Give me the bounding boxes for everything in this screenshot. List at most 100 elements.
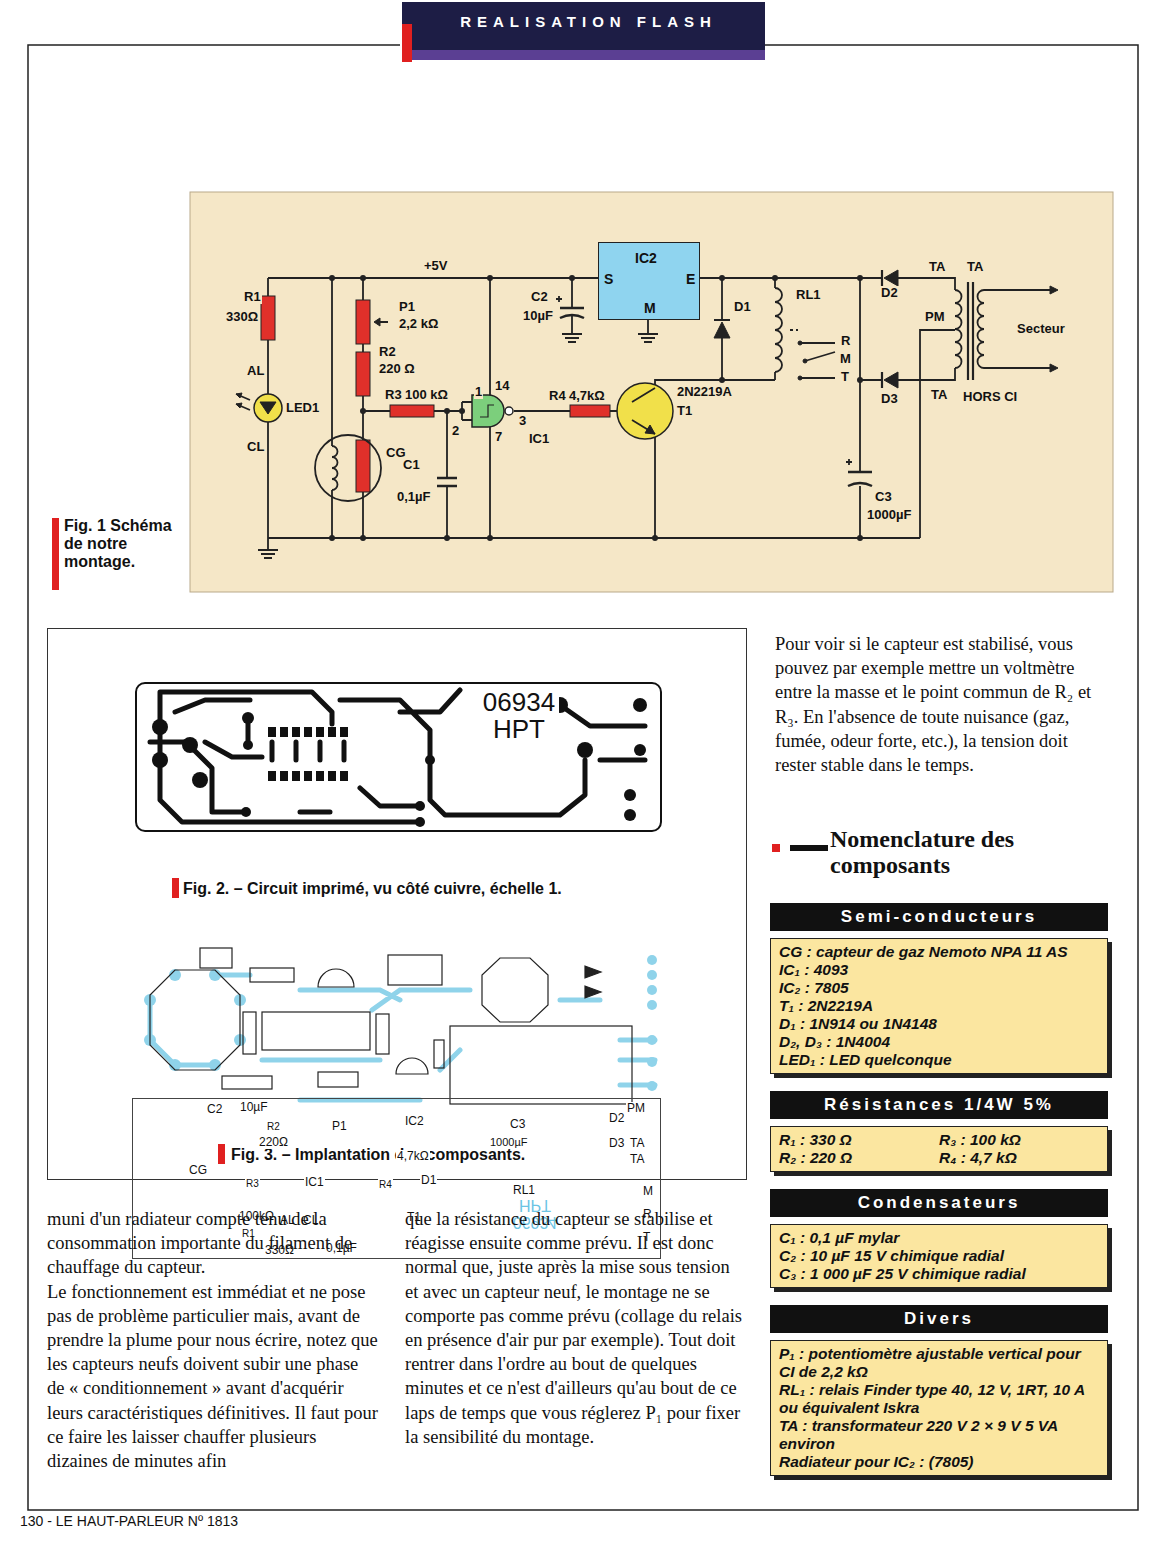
component-symbol: [884, 372, 898, 388]
schematic-label: D1: [733, 300, 752, 314]
table-body: C₁ : 0,1 µF mylarC₂ : 10 µF 15 V chimiqu…: [770, 1224, 1108, 1288]
layout-pad: [647, 970, 657, 980]
junction-dot: [719, 275, 725, 281]
junction-dot: [444, 535, 450, 541]
table-body: R₁ : 330 ΩR₃ : 100 kΩR₂ : 220 ΩR₄ : 4,7 …: [770, 1126, 1108, 1172]
schematic-label: C3: [874, 490, 893, 504]
pcb-copper: 06934 HPT: [135, 682, 662, 832]
header-title: REALISATION FLASH: [412, 13, 765, 31]
wire: [968, 282, 973, 380]
pin-name: IC2: [635, 251, 657, 266]
part-label: IC2: [404, 1115, 425, 1128]
junction-dot: [329, 535, 335, 541]
wire: [978, 290, 984, 368]
schematic-label: 2: [451, 424, 460, 438]
pcb-pad: [316, 727, 324, 737]
junction-dot: [857, 535, 863, 541]
junction-dot: [652, 535, 658, 541]
layout-pad: [647, 1035, 657, 1045]
section-heading: Nomenclature des composants: [830, 826, 1060, 878]
schematic-label: R: [840, 334, 851, 348]
parts-entry: R₃ : 100 kΩ: [939, 1131, 1099, 1149]
table-heading: Condensateurs: [770, 1193, 1108, 1213]
junction-dot: [487, 535, 493, 541]
schematic-label: P1: [398, 300, 416, 314]
schematic-label: AL: [246, 364, 265, 378]
component-symbol: [254, 394, 282, 422]
component-symbol: [480, 405, 494, 417]
pin-name: S: [604, 272, 613, 287]
schematic-label: T: [840, 370, 850, 384]
layout-pad: [647, 1000, 657, 1010]
component-symbol: [390, 405, 434, 417]
wire: [722, 278, 775, 380]
layout-outline: [585, 986, 601, 998]
component-symbol: [356, 440, 370, 492]
schematic-label: CL: [246, 440, 265, 454]
parts-entry: D₂, D₃ : 1N4004: [779, 1033, 1099, 1051]
component-symbol: [472, 395, 504, 427]
pcb-pad: [624, 789, 636, 801]
text-column: muni d'un radiateur compte tenu de la co…: [47, 1207, 379, 1473]
junction-dot: [459, 408, 465, 414]
pcb-pad: [241, 807, 251, 817]
component-symbol: [236, 403, 242, 408]
part-label: PM: [626, 1102, 646, 1115]
schematic-label: Secteur: [1016, 322, 1066, 336]
junction-dot: [857, 377, 863, 383]
component-symbol: [261, 296, 275, 340]
junction-dot: [487, 275, 493, 281]
figure-frame: Fig. 2. – Circuit imprimé, vu côté cuivr…: [47, 628, 747, 1180]
pcb-pad: [577, 742, 593, 758]
schematic-label: C1: [402, 458, 421, 472]
parts-entry: TA : transformateur 220 V 2 × 9 V 5 VA e…: [779, 1417, 1099, 1453]
wire: [562, 334, 658, 342]
schematic-label: C2: [530, 290, 549, 304]
wire: [790, 329, 798, 331]
heading-bar: [790, 845, 828, 851]
wire: [363, 278, 462, 538]
parts-entry: IC₁ : 4093: [779, 961, 1099, 979]
body-paragraph: que la résistance du capteur se stabilis…: [405, 1207, 743, 1449]
pcb-pad: [328, 727, 336, 737]
component-symbol: [632, 388, 655, 434]
component-symbol: [798, 376, 802, 380]
schematic-label: TA: [930, 388, 948, 402]
wire: [332, 446, 338, 490]
pcb-reference: 06934 HPT: [479, 689, 559, 743]
component-symbol: [1050, 286, 1058, 294]
regulator-box: SIC2EM: [598, 242, 700, 320]
parts-entry: R₄ : 4,7 kΩ: [939, 1149, 1099, 1167]
layout-outline: [222, 1076, 272, 1089]
wire: [260, 270, 882, 415]
wire: [236, 270, 1052, 558]
pcb-pad: [192, 772, 208, 788]
schematic-label: 10µF: [522, 309, 554, 323]
body-paragraph: Pour voir si le capteur est stabilisé, v…: [775, 632, 1105, 777]
schematic-label: RL1: [795, 288, 822, 302]
parts-entry: IC₂ : 7805: [779, 979, 1099, 997]
schematic-label: R3: [384, 388, 403, 402]
component-symbol: [315, 435, 381, 501]
caption-bar: [772, 844, 780, 852]
schematic-panel: [190, 192, 1113, 592]
header-band: [412, 50, 765, 60]
pcb-pad: [415, 801, 425, 811]
component-symbol: [714, 322, 730, 338]
part-label: D2: [608, 1112, 625, 1125]
schematic-label: +5V: [423, 259, 449, 273]
part-label: RL1: [512, 1184, 536, 1197]
schematic-label: 4,7kΩ: [568, 389, 606, 403]
layout-outline: [150, 970, 240, 1070]
pcb-copper-trace: [300, 690, 645, 815]
layout-trace: [150, 975, 655, 1100]
parts-entry: C₂ : 10 µF 15 V chimique radial: [779, 1247, 1099, 1265]
component-symbol: [617, 383, 673, 439]
layout-outline: [262, 1012, 370, 1050]
pcb-pad: [340, 727, 348, 737]
pcb-pad: [304, 727, 312, 737]
pin-name: M: [644, 301, 656, 316]
pcb-pad: [624, 809, 636, 821]
layout-outline: [585, 966, 601, 978]
component-symbol: [260, 402, 276, 414]
